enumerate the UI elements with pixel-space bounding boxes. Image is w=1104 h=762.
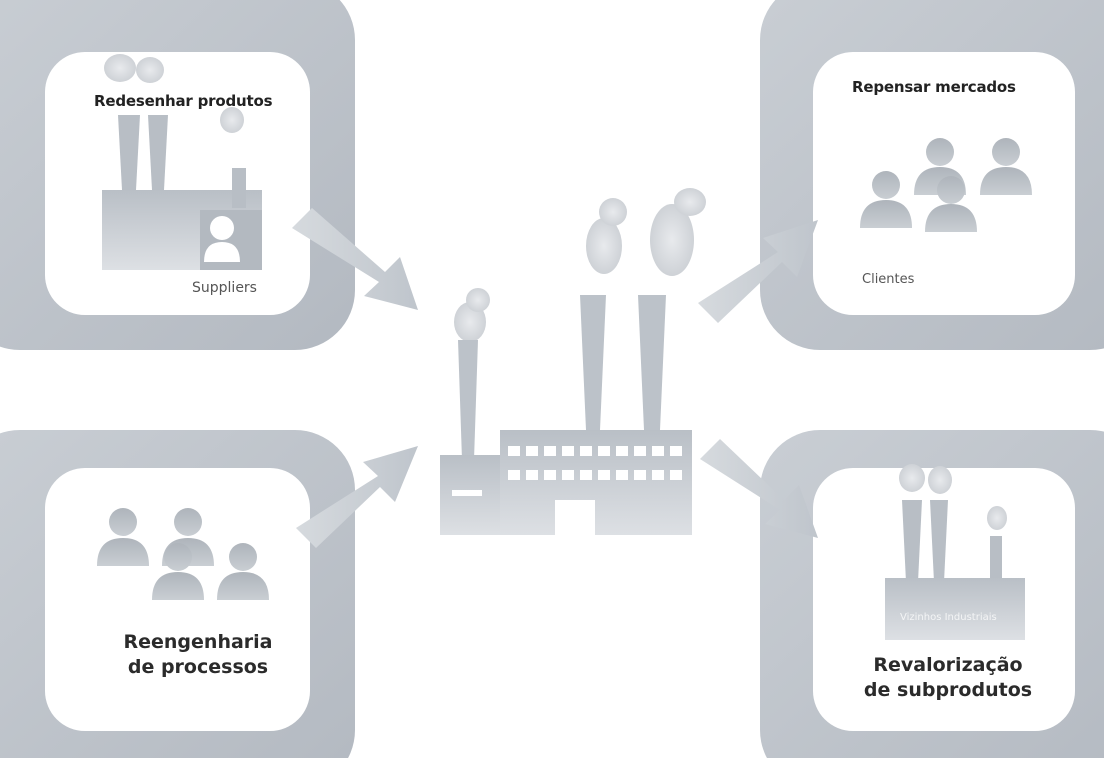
label-suppliers: Suppliers bbox=[192, 280, 257, 296]
box-title-redesign-products: Redesenhar produtos bbox=[94, 92, 273, 110]
title-line-2: de subprodutos bbox=[863, 679, 1033, 701]
people-group-process bbox=[97, 508, 269, 600]
box-title-rethink-markets: Repensar mercados bbox=[852, 78, 1016, 96]
factory-windows bbox=[452, 446, 682, 496]
arrow-icon bbox=[292, 208, 418, 310]
arrow-icon bbox=[700, 439, 818, 538]
box-title-byproduct-valorization: Revalorização de subprodutos bbox=[858, 653, 1038, 703]
arrow-icon bbox=[698, 220, 818, 323]
title-line-1: Revalorização bbox=[873, 654, 1023, 676]
arrow-icon bbox=[296, 446, 418, 548]
label-clients: Clientes bbox=[862, 272, 915, 287]
title-line-2: de processos bbox=[127, 656, 269, 678]
label-industrial-neighbors: Vizinhos Industriais bbox=[900, 612, 997, 623]
factory-icon bbox=[885, 464, 1025, 640]
title-line-1: Reengenharia bbox=[123, 631, 273, 653]
person-icon bbox=[204, 216, 240, 262]
central-factory-icon bbox=[440, 188, 706, 535]
box-title-process-reengineering: Reengenharia de processos bbox=[118, 630, 278, 680]
frame-top-left bbox=[0, 0, 355, 350]
people-group-clients bbox=[860, 138, 1032, 232]
